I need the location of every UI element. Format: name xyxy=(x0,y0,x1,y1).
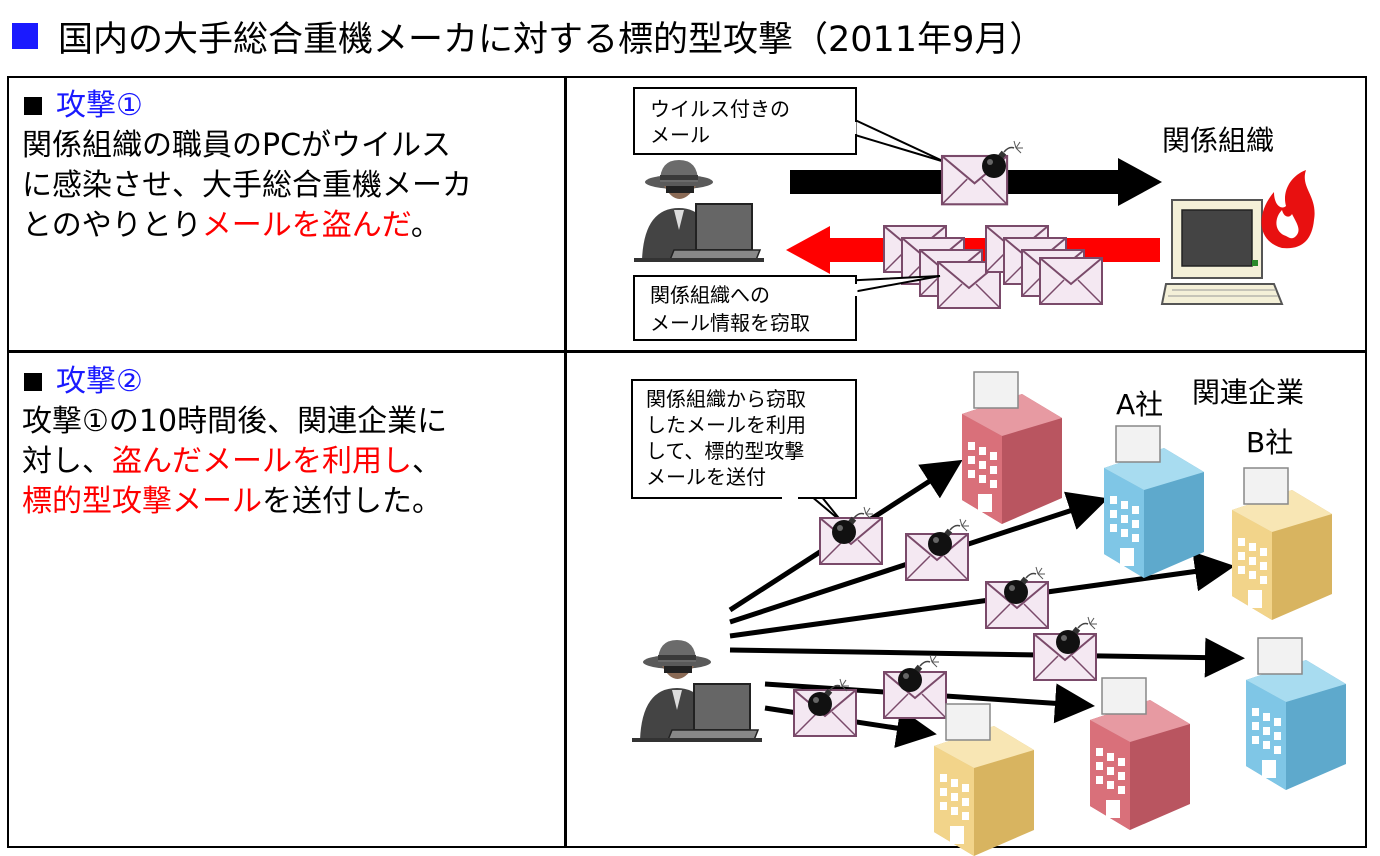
attack2-line3-highlight: 標的型攻撃メール xyxy=(22,484,262,519)
heading-bullet-square xyxy=(24,97,42,115)
infected-pc-icon xyxy=(1160,199,1284,305)
steal-mail-callout: 関係組織への メール情報を窃取 xyxy=(633,275,941,341)
attack2-diagram: 関係組織から窃取 したメールを利用 して、標的型攻撃 メールを送付 xyxy=(631,371,1347,856)
attack2-line3-suffix: を送付した。 xyxy=(262,484,442,519)
arrow-to-company-b xyxy=(729,551,1235,639)
company-b-label: B社 xyxy=(1246,426,1293,459)
content-table xyxy=(7,76,1367,848)
attack2-heading-label: 攻撃② xyxy=(56,364,143,399)
attack2-line2-prefix: 対し、 xyxy=(22,444,112,479)
fire-icon xyxy=(1261,170,1315,249)
attack1-heading-label: 攻撃① xyxy=(56,88,143,123)
attack1-diagram: ウイルス付きの メール 関係組織への メール情報を窃取 xyxy=(633,87,1315,341)
red-building-icon xyxy=(1089,677,1191,831)
targeted-mail-callout-line4: メールを送付 xyxy=(646,465,766,489)
title-bullet-square xyxy=(12,23,38,49)
attack1-line2: に感染させ、大手総合重機メーカ xyxy=(22,168,472,203)
yellow-building-icon-company-b xyxy=(1231,467,1333,621)
company-a-label: A社 xyxy=(1116,388,1163,421)
attack2-line2-highlight: 盗んだメールを利用し xyxy=(112,444,412,479)
attack1-description: 攻撃① 関係組織の職員のPCがウイルス に感染させ、大手総合重機メーカ とのやり… xyxy=(22,86,547,246)
blue-building-icon xyxy=(1245,637,1347,791)
arrow-to-blue-building-bottom xyxy=(729,637,1245,678)
attack2-line3: 標的型攻撃メールを送付した。 xyxy=(22,482,547,522)
org-label: 関係組織 xyxy=(1162,124,1274,157)
targeted-mail-callout: 関係組織から窃取 したメールを利用 して、標的型攻撃 メールを送付 xyxy=(631,379,857,523)
related-companies-label: 関連企業 xyxy=(1192,376,1304,409)
blue-building-icon-company-a xyxy=(1103,425,1205,579)
attack2-line2-suffix: 、 xyxy=(412,444,442,479)
attack2-line2: 対し、盗んだメールを利用し、 xyxy=(22,442,547,482)
attack1-line3-suffix: 。 xyxy=(410,208,441,243)
attack1-line3: とのやりとりメールを盗んだ。 xyxy=(22,206,547,246)
targeted-mail-callout-line3: して、標的型攻撃 xyxy=(646,439,804,463)
slide-title-row: 国内の大手総合重機メーカに対する標的型攻撃（2011年9月） xyxy=(12,6,1044,66)
hacker-icon xyxy=(631,639,763,743)
hacker-icon xyxy=(633,159,765,263)
yellow-building-icon xyxy=(933,703,1035,856)
attack2-line1: 攻撃①の10時間後、関連企業に xyxy=(22,404,448,439)
attack2-heading: 攻撃② xyxy=(22,362,547,402)
attack1-line3-prefix: とのやりとり xyxy=(22,208,202,243)
attack1-heading: 攻撃① xyxy=(22,86,547,126)
virus-mail-callout-line1: ウイルス付きの xyxy=(650,97,790,121)
slide-title: 国内の大手総合重機メーカに対する標的型攻撃（2011年9月） xyxy=(58,19,1045,60)
row-divider xyxy=(7,350,1367,353)
red-building-icon xyxy=(961,371,1063,525)
attack2-description: 攻撃② 攻撃①の10時間後、関連企業に 対し、盗んだメールを利用し、 標的型攻撃… xyxy=(22,362,547,522)
heading-bullet-square xyxy=(24,373,42,391)
attack1-line3-highlight: メールを盗んだ xyxy=(201,208,411,243)
attack1-line1: 関係組織の職員のPCがウイルス xyxy=(22,128,452,163)
steal-mail-callout-line1: 関係組織への xyxy=(650,283,770,307)
virus-mail-callout-line2: メール xyxy=(650,123,710,147)
virus-mail-callout: ウイルス付きの メール xyxy=(633,87,946,163)
targeted-mail-callout-line1: 関係組織から窃取 xyxy=(646,387,806,411)
column-divider xyxy=(564,76,567,848)
targeted-mail-callout-line2: したメールを利用 xyxy=(646,413,806,437)
steal-mail-callout-line2: メール情報を窃取 xyxy=(650,311,810,335)
